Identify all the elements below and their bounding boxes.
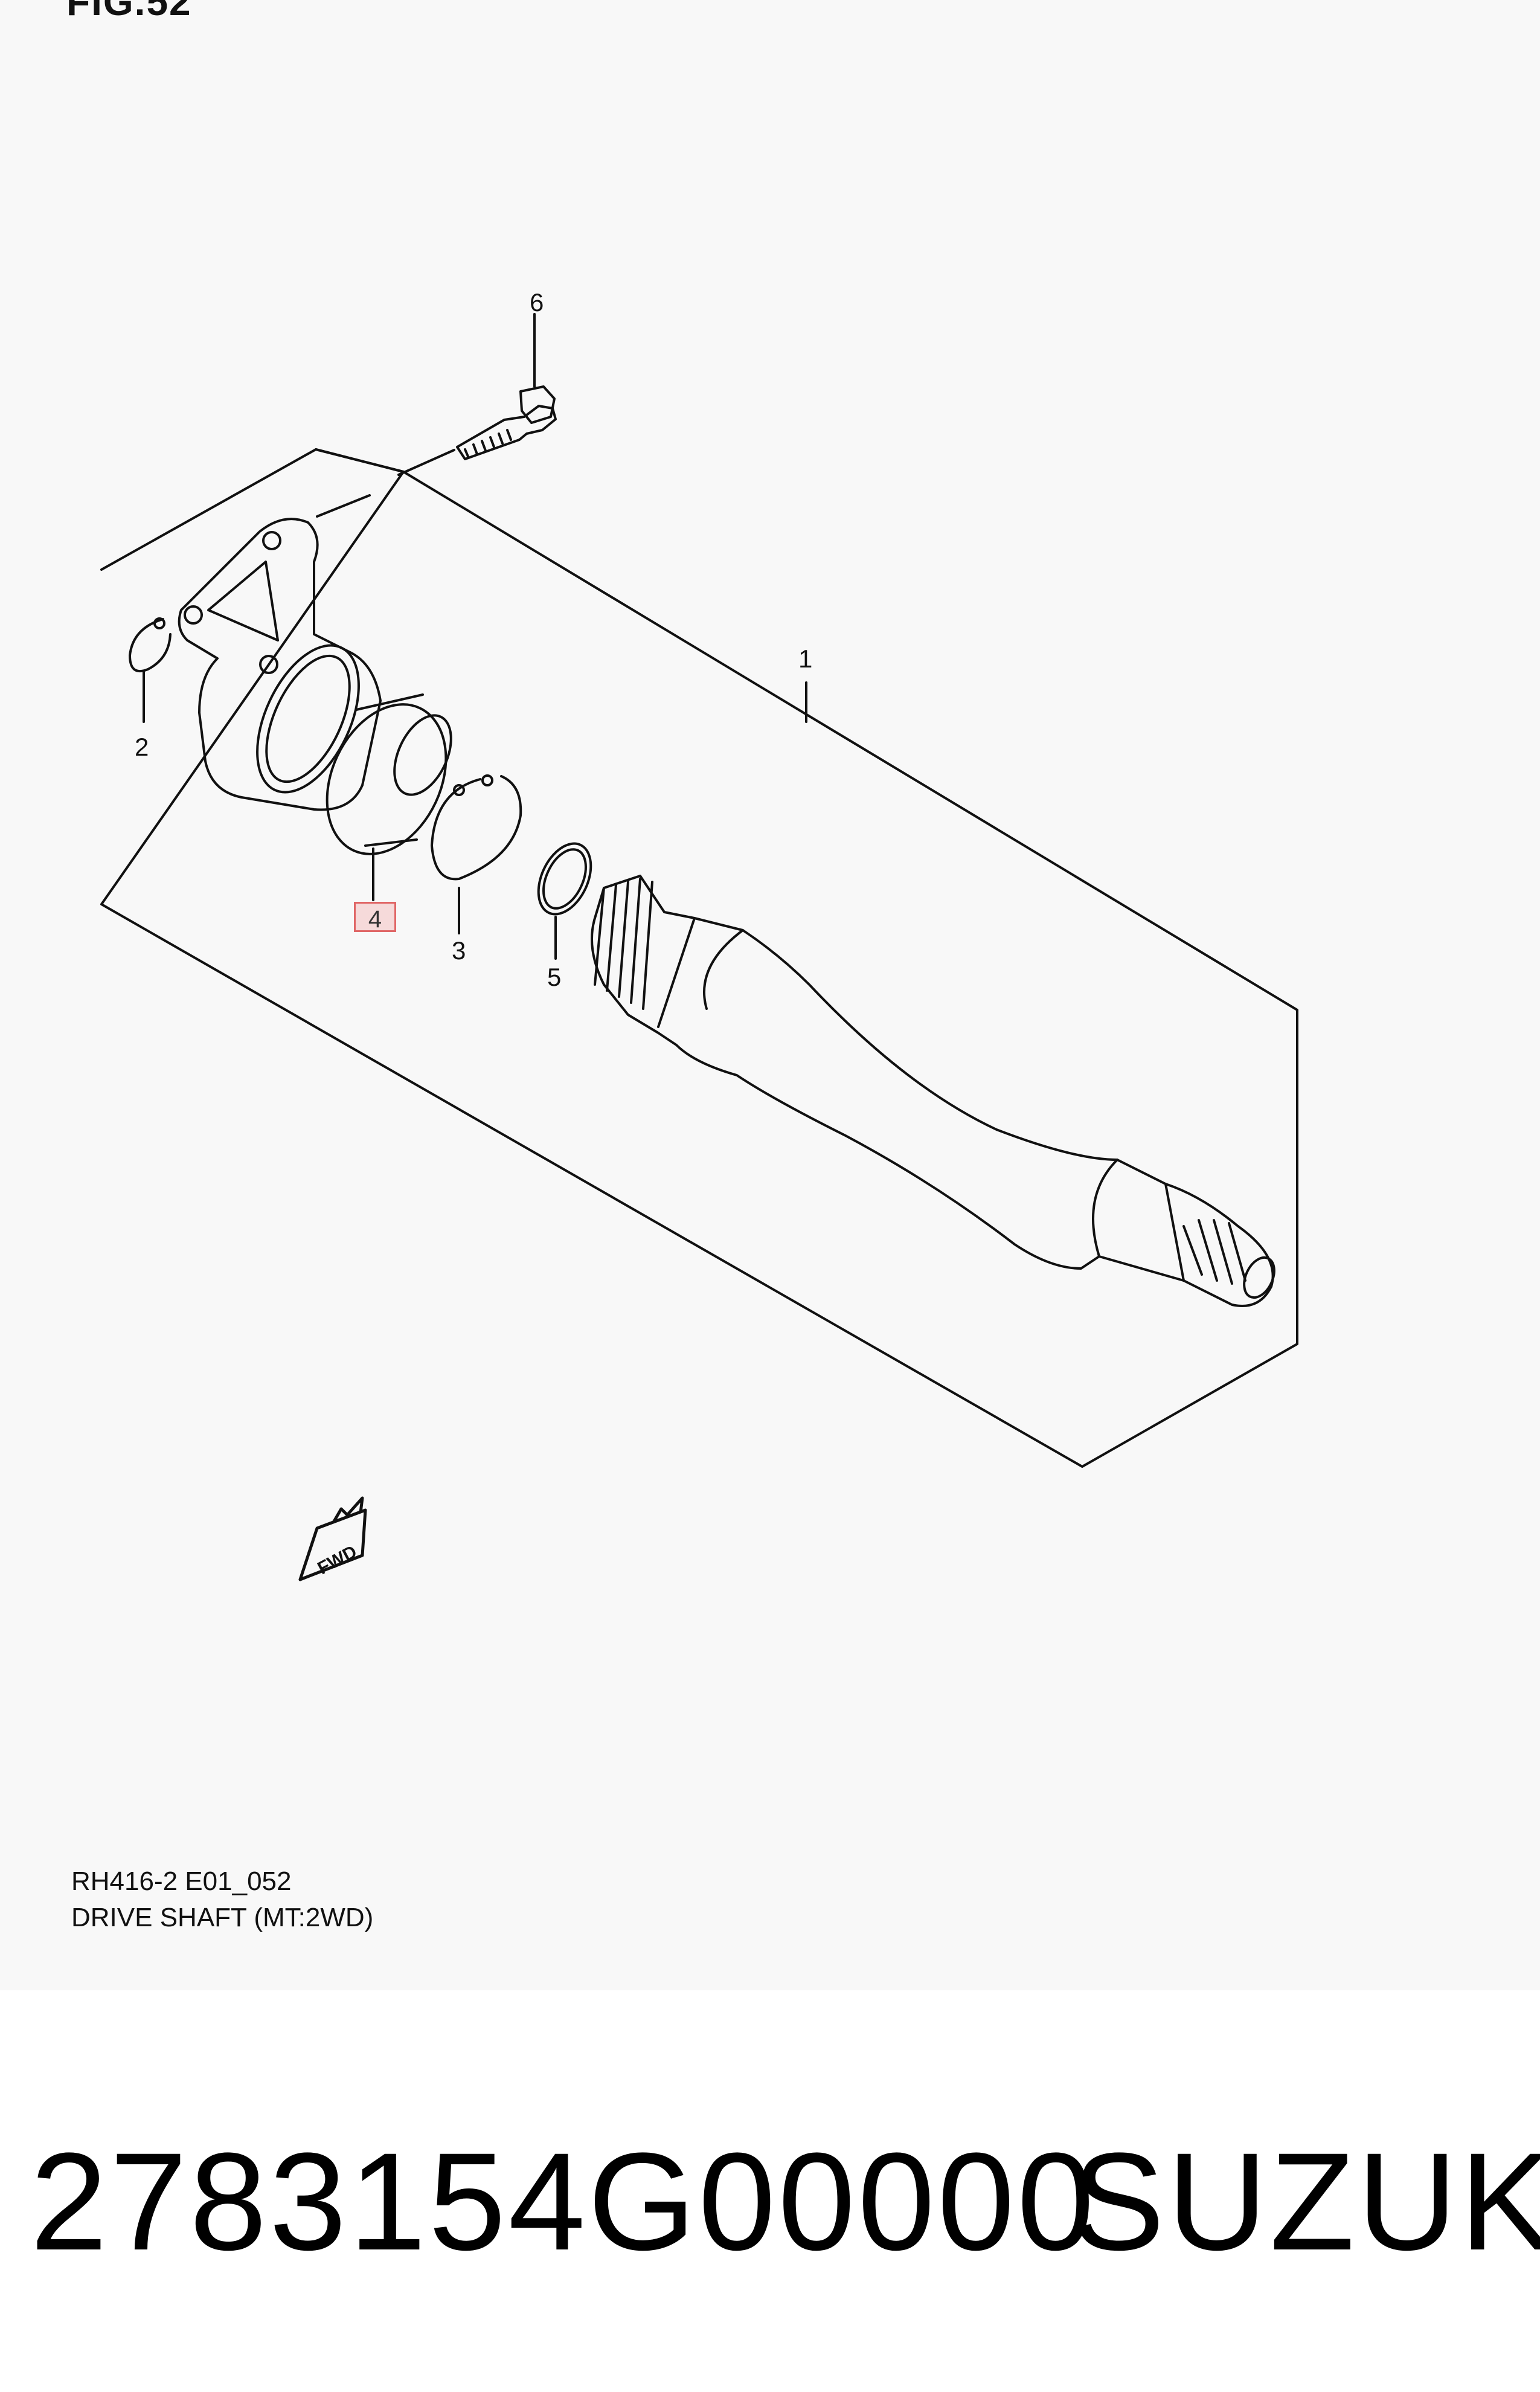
bolt-part-6 (397, 313, 557, 476)
caption-title: DRIVE SHAFT (MT:2WD) (71, 1903, 374, 1932)
bearing-part-4 (326, 693, 452, 901)
callout-4: 4 (368, 906, 382, 933)
figure-label: FIG.52 (66, 0, 192, 24)
brand-name: SUZUKI (1072, 2124, 1540, 2279)
fwd-arrow (298, 1496, 367, 1581)
listing-footer: 2783154G00000 SUZUKI (0, 1990, 1540, 2392)
circlip-part-2 (129, 617, 172, 723)
bearing-bracket (178, 494, 382, 811)
o-ring-part-5 (537, 842, 592, 960)
fwd-arrow-label-layer: FWD (315, 1542, 361, 1578)
part-number: 2783154G00000 (30, 2124, 1097, 2279)
highlighted-callout-4[interactable]: 4 (354, 902, 396, 933)
callout-3: 3 (452, 936, 466, 965)
exploded-view-drawing (100, 313, 1298, 1581)
diagram-sheet: FIG.52 (66, 0, 1298, 1932)
outline-gap-segment (315, 448, 405, 473)
callout-2: 2 (135, 733, 149, 761)
drive-shaft-part-1 (591, 681, 1275, 1307)
callout-1: 1 (798, 645, 813, 673)
callout-6: 6 (530, 288, 544, 317)
caption-code: RH416-2 E01_052 (71, 1866, 292, 1896)
callout-5: 5 (547, 963, 562, 991)
fwd-arrow-label: FWD (315, 1542, 361, 1578)
snap-ring-part-3 (431, 774, 522, 934)
